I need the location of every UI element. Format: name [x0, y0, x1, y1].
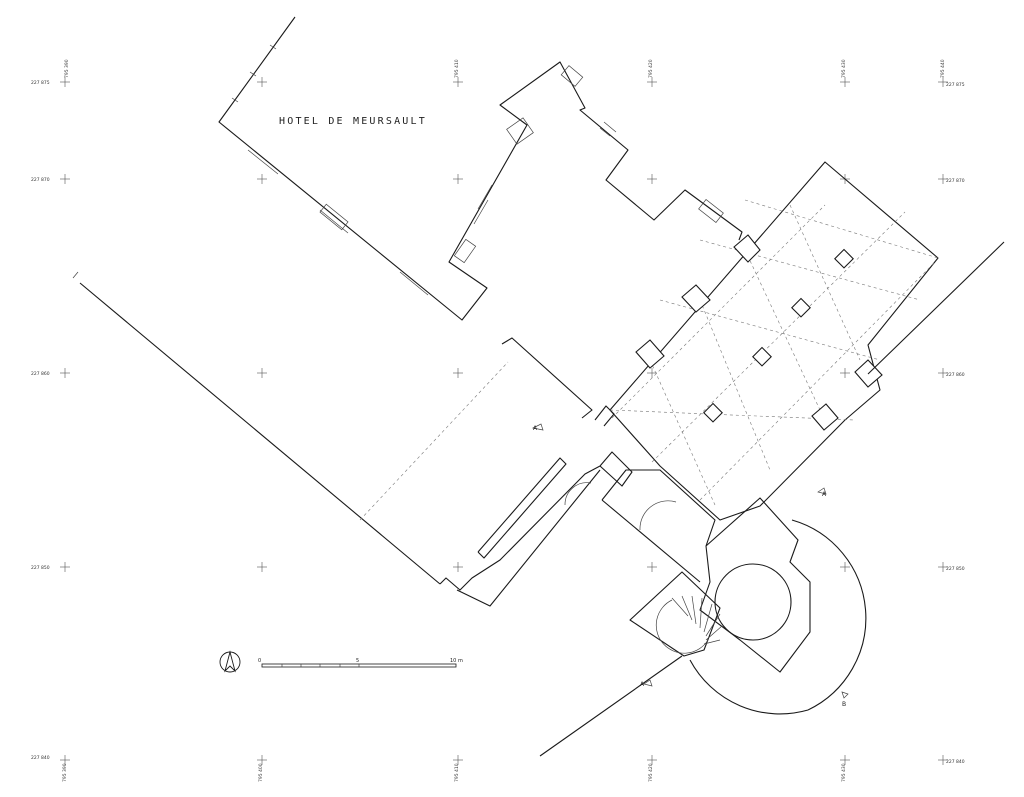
rotunda: [539, 241, 1005, 757]
nave-vaulted: [609, 161, 939, 521]
section-a-label-north: A: [533, 425, 538, 432]
grid-label-left-5: 227 840: [31, 755, 50, 761]
scale-bar: 0 5 10 m: [258, 658, 463, 668]
survey-grid: [60, 77, 948, 765]
north-arrow-icon: [224, 650, 236, 673]
pillar: [791, 297, 811, 318]
grid-label-right-5: 227 840: [946, 759, 965, 765]
grid-label-bottom-5: 795 430: [841, 763, 847, 782]
courtyard-walls: [72, 271, 615, 607]
grid-label-right-2: 227 870: [946, 178, 965, 184]
rotunda-circle: [714, 563, 792, 641]
section-b-label: B: [842, 701, 846, 708]
grid-label-bottom-2: 795 400: [258, 763, 264, 782]
entrance-segment: [599, 451, 716, 583]
grid-label-right-3: 227 860: [946, 372, 965, 378]
grid-label-bottom-3: 795 410: [454, 763, 460, 782]
grid-label-bottom-4: 795 420: [648, 763, 654, 782]
grid-label-left-2: 227 870: [31, 177, 50, 183]
scale-label-5: 5: [356, 658, 359, 664]
grid-label-top-4: 795 430: [841, 59, 847, 78]
section-a-label-east: A: [822, 491, 827, 498]
section-marker-a-south: A: [640, 679, 653, 688]
building-label: HOTEL DE MEURSAULT: [279, 116, 427, 127]
section-marker-b: B: [841, 691, 849, 708]
grid-label-right-4: 227 850: [946, 566, 965, 572]
hotel-de-meursault-outline: [218, 16, 743, 321]
grid-label-left-1: 227 875: [31, 80, 50, 86]
grid-label-top-5: 795 440: [940, 59, 946, 78]
section-marker-a-north: A: [531, 423, 544, 432]
grid-label-left-3: 227 860: [31, 371, 50, 377]
scale-label-10: 10 m: [450, 658, 463, 664]
grid-label-left-4: 227 850: [31, 565, 50, 571]
grid-label-right-1: 227 875: [946, 82, 965, 88]
pillar: [834, 248, 854, 269]
pillar: [703, 402, 723, 423]
grid-label-top-2: 795 410: [454, 59, 460, 78]
grid-labels: 227 875 227 870 227 860 227 850 227 840 …: [31, 59, 965, 782]
grid-label-top-3: 795 420: [648, 59, 654, 78]
section-marker-a-east: A: [817, 487, 827, 498]
section-a-label-south: A: [640, 681, 645, 688]
north-arrow: [219, 650, 241, 673]
grid-label-top-1: 795 390: [64, 59, 70, 78]
scale-label-0: 0: [258, 658, 261, 664]
stair-tower: [629, 571, 723, 657]
pillar: [752, 346, 772, 367]
grid-label-bottom-1: 795 390: [62, 763, 68, 782]
